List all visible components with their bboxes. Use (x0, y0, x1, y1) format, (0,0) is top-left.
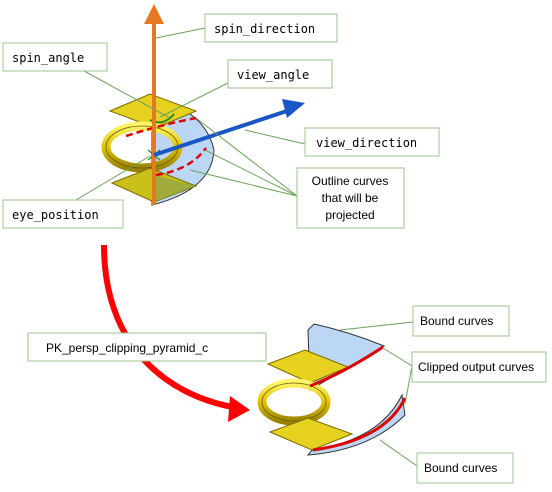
label-bound-curves-bottom: Bound curves (416, 452, 514, 484)
top-assembly (101, 4, 305, 206)
bottom-ring-edge (261, 382, 327, 422)
top-plate-lower-shade (154, 175, 196, 202)
clipped-curve-upper (309, 345, 384, 388)
eye-position-text: eye_position (12, 208, 99, 222)
leader-lines (74, 27, 418, 467)
bottom-plate-lower (268, 417, 354, 451)
label-view-direction: view_direction (304, 127, 440, 157)
clipped-curve-lower (312, 397, 407, 452)
top-outline-curve-2 (155, 147, 208, 177)
spin-direction-text: spin_direction (214, 22, 315, 36)
spin-angle-text: spin_angle (12, 51, 84, 65)
function-name-text: PK_persp_clipping_pyramid_c (46, 341, 208, 355)
label-bound-curves-top: Bound curves (412, 305, 510, 337)
view-direction-arrowhead (282, 99, 305, 118)
outline-text-line3: projected (325, 208, 374, 222)
label-spin-angle: spin_angle (2, 42, 108, 72)
outline-text-line1: Outline curves (312, 174, 389, 188)
outline-text-line2: that will be (322, 191, 379, 205)
label-view-angle: view_angle (227, 59, 333, 89)
spin-direction-arrowhead (144, 4, 164, 24)
view-direction-text: view_direction (316, 136, 417, 150)
label-spin-direction: spin_direction (204, 13, 338, 43)
label-function-name: PK_persp_clipping_pyramid_c (27, 332, 267, 362)
label-clipped-output: Clipped output curves (411, 351, 547, 383)
view-direction-shaft (153, 108, 291, 157)
bound-curves-bottom-text: Bound curves (424, 461, 497, 475)
label-eye-position: eye_position (2, 199, 124, 229)
label-outline-curves: Outline curves that will be projected (296, 167, 405, 229)
bound-curves-top-text: Bound curves (420, 314, 493, 328)
bottom-assembly (257, 323, 407, 456)
view-angle-text: view_angle (237, 68, 309, 82)
top-outline-curve-1 (125, 116, 197, 138)
clipped-output-text: Clipped output curves (418, 360, 534, 374)
